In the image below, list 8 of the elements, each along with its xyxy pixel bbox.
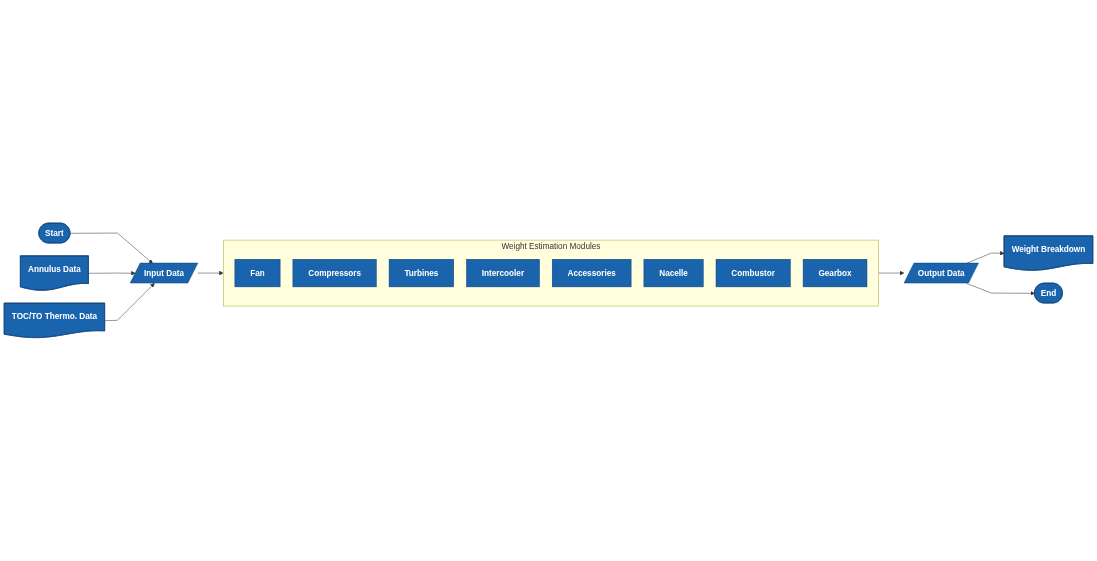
node-box: Compressors <box>292 259 377 288</box>
node-box: Intercooler <box>466 259 540 288</box>
node-box: Accessories <box>551 259 632 288</box>
node-box: Gearbox <box>802 259 868 288</box>
node-box: Combustor <box>715 259 791 288</box>
node-box: Turbines <box>388 259 454 288</box>
node-box: Fan <box>234 259 281 288</box>
node-box: Nacelle <box>643 259 704 288</box>
